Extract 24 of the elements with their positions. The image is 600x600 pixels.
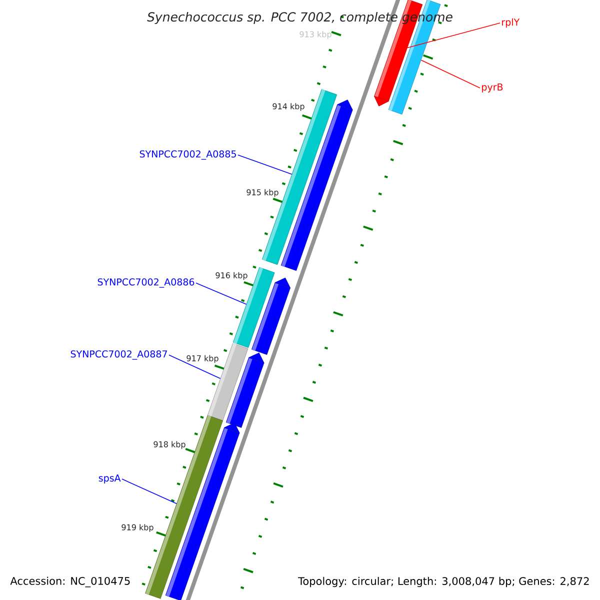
- tick-label: 919 kbp: [122, 524, 154, 532]
- gene-feature: [252, 278, 291, 355]
- tick-label: 914 kbp: [272, 103, 304, 111]
- leader-line: [238, 154, 292, 175]
- tick-label: 915 kbp: [246, 189, 278, 197]
- gene-label: rplY: [502, 18, 520, 28]
- gene-label: SYNPCC7002_A0887: [70, 350, 167, 360]
- info-text: Topology: circular; Length: 3,008,047 bp; Genes: 2,872: [298, 576, 589, 588]
- leader-line: [122, 478, 177, 504]
- info-text: Accession: NC_010475: [10, 576, 130, 588]
- leader-line: [168, 354, 221, 379]
- tick-label: 917 kbp: [186, 355, 218, 363]
- tick-label: 916 kbp: [216, 272, 248, 280]
- leader-line: [420, 60, 480, 88]
- tick-label: 918 kbp: [154, 441, 186, 449]
- gene-label: SYNPCC7002_A0886: [98, 278, 194, 288]
- tick-label: 913 kbp: [300, 31, 332, 39]
- gene-label: spsA: [98, 474, 121, 484]
- gene-label: pyrB: [482, 84, 503, 92]
- leader-line: [407, 22, 500, 48]
- gene-feature: [226, 352, 264, 428]
- leader-line: [196, 282, 247, 305]
- gene-label: SYNPCC7002_A0885: [140, 150, 236, 160]
- title: Synechococcus sp. PCC 7002, complete genome: [147, 12, 452, 24]
